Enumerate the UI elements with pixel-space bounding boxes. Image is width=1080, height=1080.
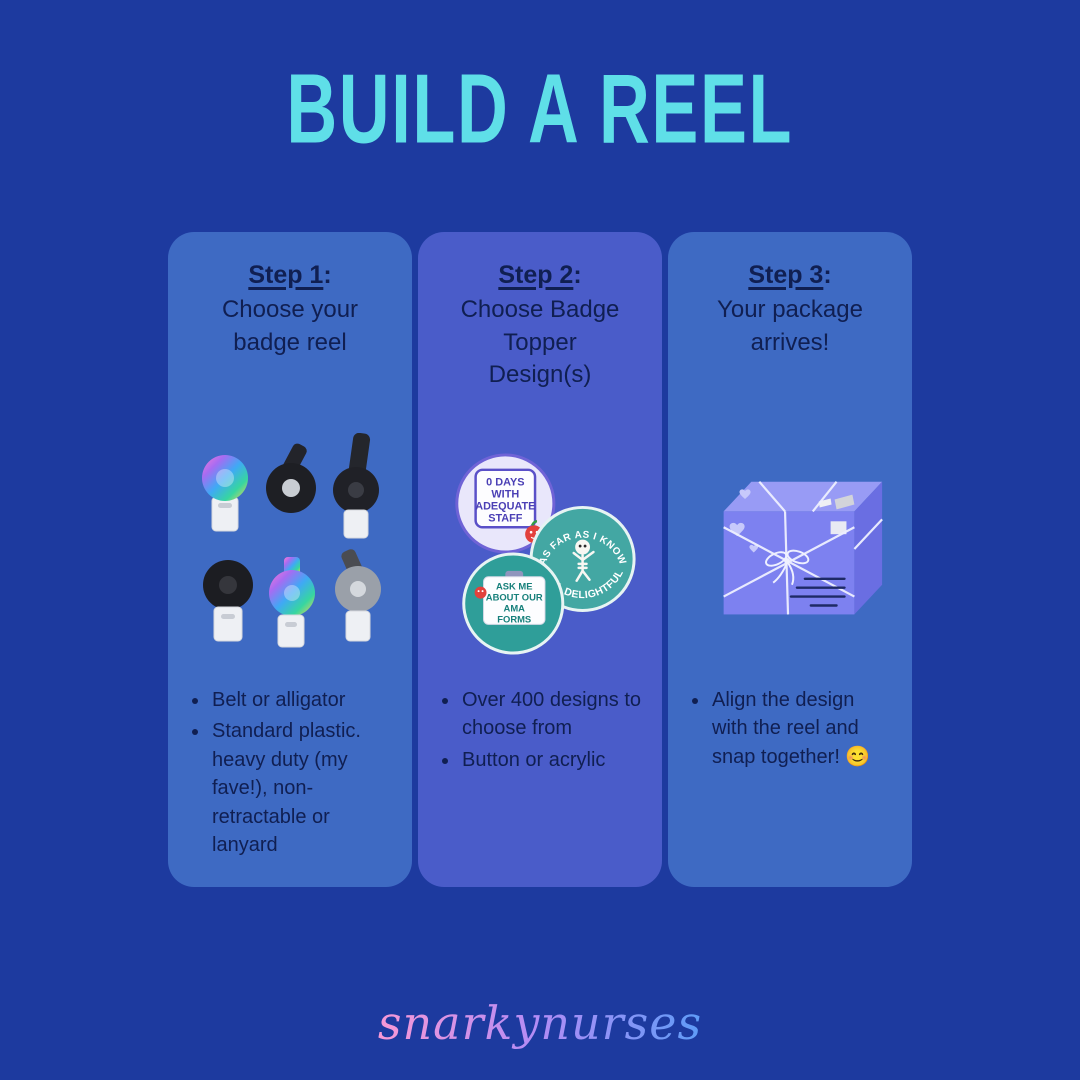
step-3-heading: Your package arrives! [717,296,863,356]
step-2-label: Step 2: [498,261,582,289]
gift-package-image [723,480,883,614]
gift-wrapped-package-illustration [686,428,894,678]
sticker-labels [818,494,855,534]
step-1-heading: Choose your badge reel [221,296,359,356]
step-2-heading-block: Step 2: Choose Badge Topper Design(s) [436,258,644,428]
bullet-item: Align the design with the reel and snap … [710,686,894,771]
ribbon-bow-icon [765,549,810,585]
badge-text: AMA [504,602,526,613]
step-3-card: Step 3: Your package arrives! [668,232,912,887]
step-3-label: Step 3: [748,261,832,289]
bullet-item: Belt or alligator [210,686,394,714]
address-lines [789,577,846,607]
badge-text: ABOUT OUR [486,591,543,602]
skeleton-icon [572,539,595,582]
step-2-card: Step 2: Choose Badge Topper Design(s) 0 … [418,232,662,887]
gift-box [723,481,883,614]
badge-reels-image [201,433,381,648]
step-2-bullets: Over 400 designs to choose from Button o… [436,686,644,774]
badge-text: FORMS [497,613,531,624]
step-1-card: Step 1: Choose your badge reel [168,232,412,887]
badge-text: 0 DAYS [486,476,524,488]
badge-reels-photo [186,428,394,678]
step-3-heading-block: Step 3: Your package arrives! [686,258,894,428]
gray-badge-reel-icon [334,549,381,642]
page-title: BUILD A REEL [286,53,794,165]
step-1-heading-block: Step 1: Choose your badge reel [186,258,394,428]
step-1-bullets: Belt or alligator Standard plastic. heav… [186,686,394,859]
badge-text: STAFF [488,512,523,524]
badge-text: WITH [491,488,519,500]
heart-icon [729,488,759,552]
badge-text: ADEQUATE [475,500,535,512]
rainbow-clip-badge-reel-icon [268,557,315,648]
bullet-item: Button or acrylic [460,746,644,774]
black-badge-reel-icon [202,560,253,642]
black-strap-badge-reel-icon [265,443,316,513]
ama-forms-badge: ASK ME ABOUT OUR AMA FORMS [462,552,565,655]
header: BUILD A REEL [0,0,1080,164]
badge-toppers-image: 0 DAYS WITH ADEQUATE STAFF [455,452,636,655]
steps-row: Step 1: Choose your badge reel [0,232,1080,887]
black-lanyard-reel-icon [332,433,379,539]
bullet-item: Over 400 designs to choose from [460,686,644,743]
berry-icon [474,586,487,599]
footer: snarkynurses [0,996,1080,1050]
zero-days-badge: 0 DAYS WITH ADEQUATE STAFF [455,452,556,553]
badge-text: ASK ME [496,580,533,591]
bullet-item: Standard plastic. heavy duty (my fave!),… [210,717,394,859]
rainbow-badge-reel-icon [201,455,248,532]
brand-signature: snarkynurses [377,996,703,1050]
step-3-bullets: Align the design with the reel and snap … [686,686,894,771]
badge-topper-buttons-photo: 0 DAYS WITH ADEQUATE STAFF [436,428,644,678]
step-1-label: Step 1: [248,261,332,289]
step-2-heading: Choose Badge Topper Design(s) [460,296,620,389]
